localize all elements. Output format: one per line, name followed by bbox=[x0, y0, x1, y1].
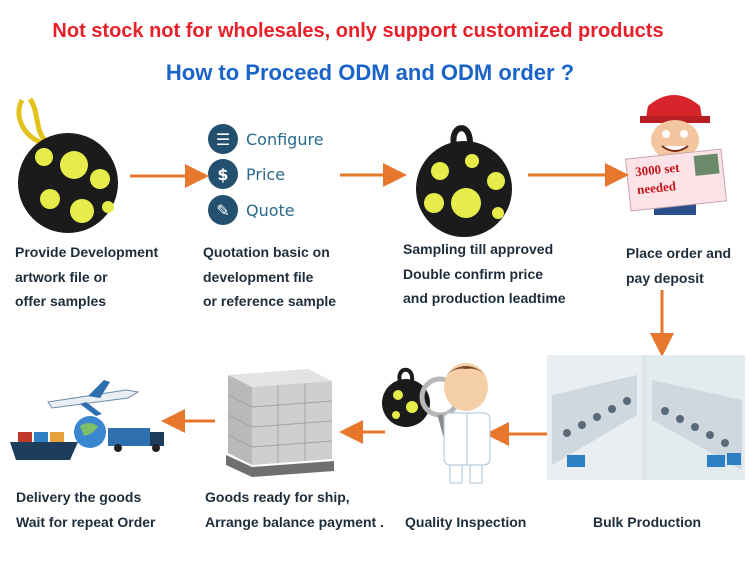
step-4-line: pay deposit bbox=[626, 269, 704, 286]
man-with-sign-image bbox=[624, 95, 728, 215]
step-2-line: development file bbox=[203, 268, 314, 285]
step-7-text: Goods ready for ship, Arrange balance pa… bbox=[205, 485, 384, 534]
step-5-text: Bulk Production bbox=[593, 510, 701, 535]
step-2-line: or reference sample bbox=[203, 293, 337, 309]
step-7-line: Arrange balance payment . bbox=[205, 513, 384, 530]
step-1-line: offer samples bbox=[15, 293, 107, 309]
step-3-line: and production leadtime bbox=[403, 290, 566, 306]
step-2-line: Quotation basic on bbox=[203, 244, 330, 260]
edit-icon: ✎ bbox=[208, 195, 238, 225]
step-1-line: artwork file or bbox=[15, 268, 108, 285]
step-1-text: Provide Development artwork file or offe… bbox=[15, 240, 158, 314]
dollar-icon: $ bbox=[208, 159, 238, 189]
page-title: How to Proceed ODM and ODM order ? bbox=[165, 60, 575, 85]
sliders-icon: ☰ bbox=[208, 124, 238, 154]
step-6-text: Quality Inspection bbox=[405, 510, 526, 535]
step-2-text: Quotation basic on development file or r… bbox=[203, 240, 336, 314]
sample-ball-image bbox=[416, 125, 512, 237]
inspector-image bbox=[382, 363, 491, 484]
quote-item-price: $ Price bbox=[208, 159, 285, 189]
quote-item-label: Quote bbox=[246, 200, 295, 220]
factory-image bbox=[547, 355, 745, 480]
notice-text: Not stock not for wholesales, only suppo… bbox=[52, 20, 664, 42]
quote-item-quote: ✎ Quote bbox=[208, 195, 295, 225]
step-1-line: Provide Development bbox=[15, 244, 159, 260]
step-3-text: Sampling till approved Double confirm pr… bbox=[403, 237, 566, 311]
ball-with-rope-image bbox=[16, 97, 118, 233]
step-3-line: Sampling till approved bbox=[403, 241, 554, 257]
step-8-line: Wait for repeat Order bbox=[16, 513, 156, 530]
logistics-image bbox=[10, 380, 164, 460]
step-3-line: Double confirm price bbox=[403, 265, 544, 282]
step-5-line: Bulk Production bbox=[593, 514, 702, 530]
pallet-boxes-image bbox=[226, 369, 334, 477]
step-8-line: Delivery the goods bbox=[16, 489, 142, 505]
step-7-line: Goods ready for ship, bbox=[205, 489, 350, 505]
quote-item-configure: ☰ Configure bbox=[208, 124, 324, 154]
step-4-text: Place order and pay deposit bbox=[626, 241, 731, 290]
step-4-line: Place order and bbox=[626, 245, 732, 261]
quote-item-label: Configure bbox=[246, 129, 324, 149]
step-6-line: Quality Inspection bbox=[405, 514, 527, 530]
quote-item-label: Price bbox=[246, 164, 286, 184]
step-8-text: Delivery the goods Wait for repeat Order bbox=[16, 485, 156, 534]
